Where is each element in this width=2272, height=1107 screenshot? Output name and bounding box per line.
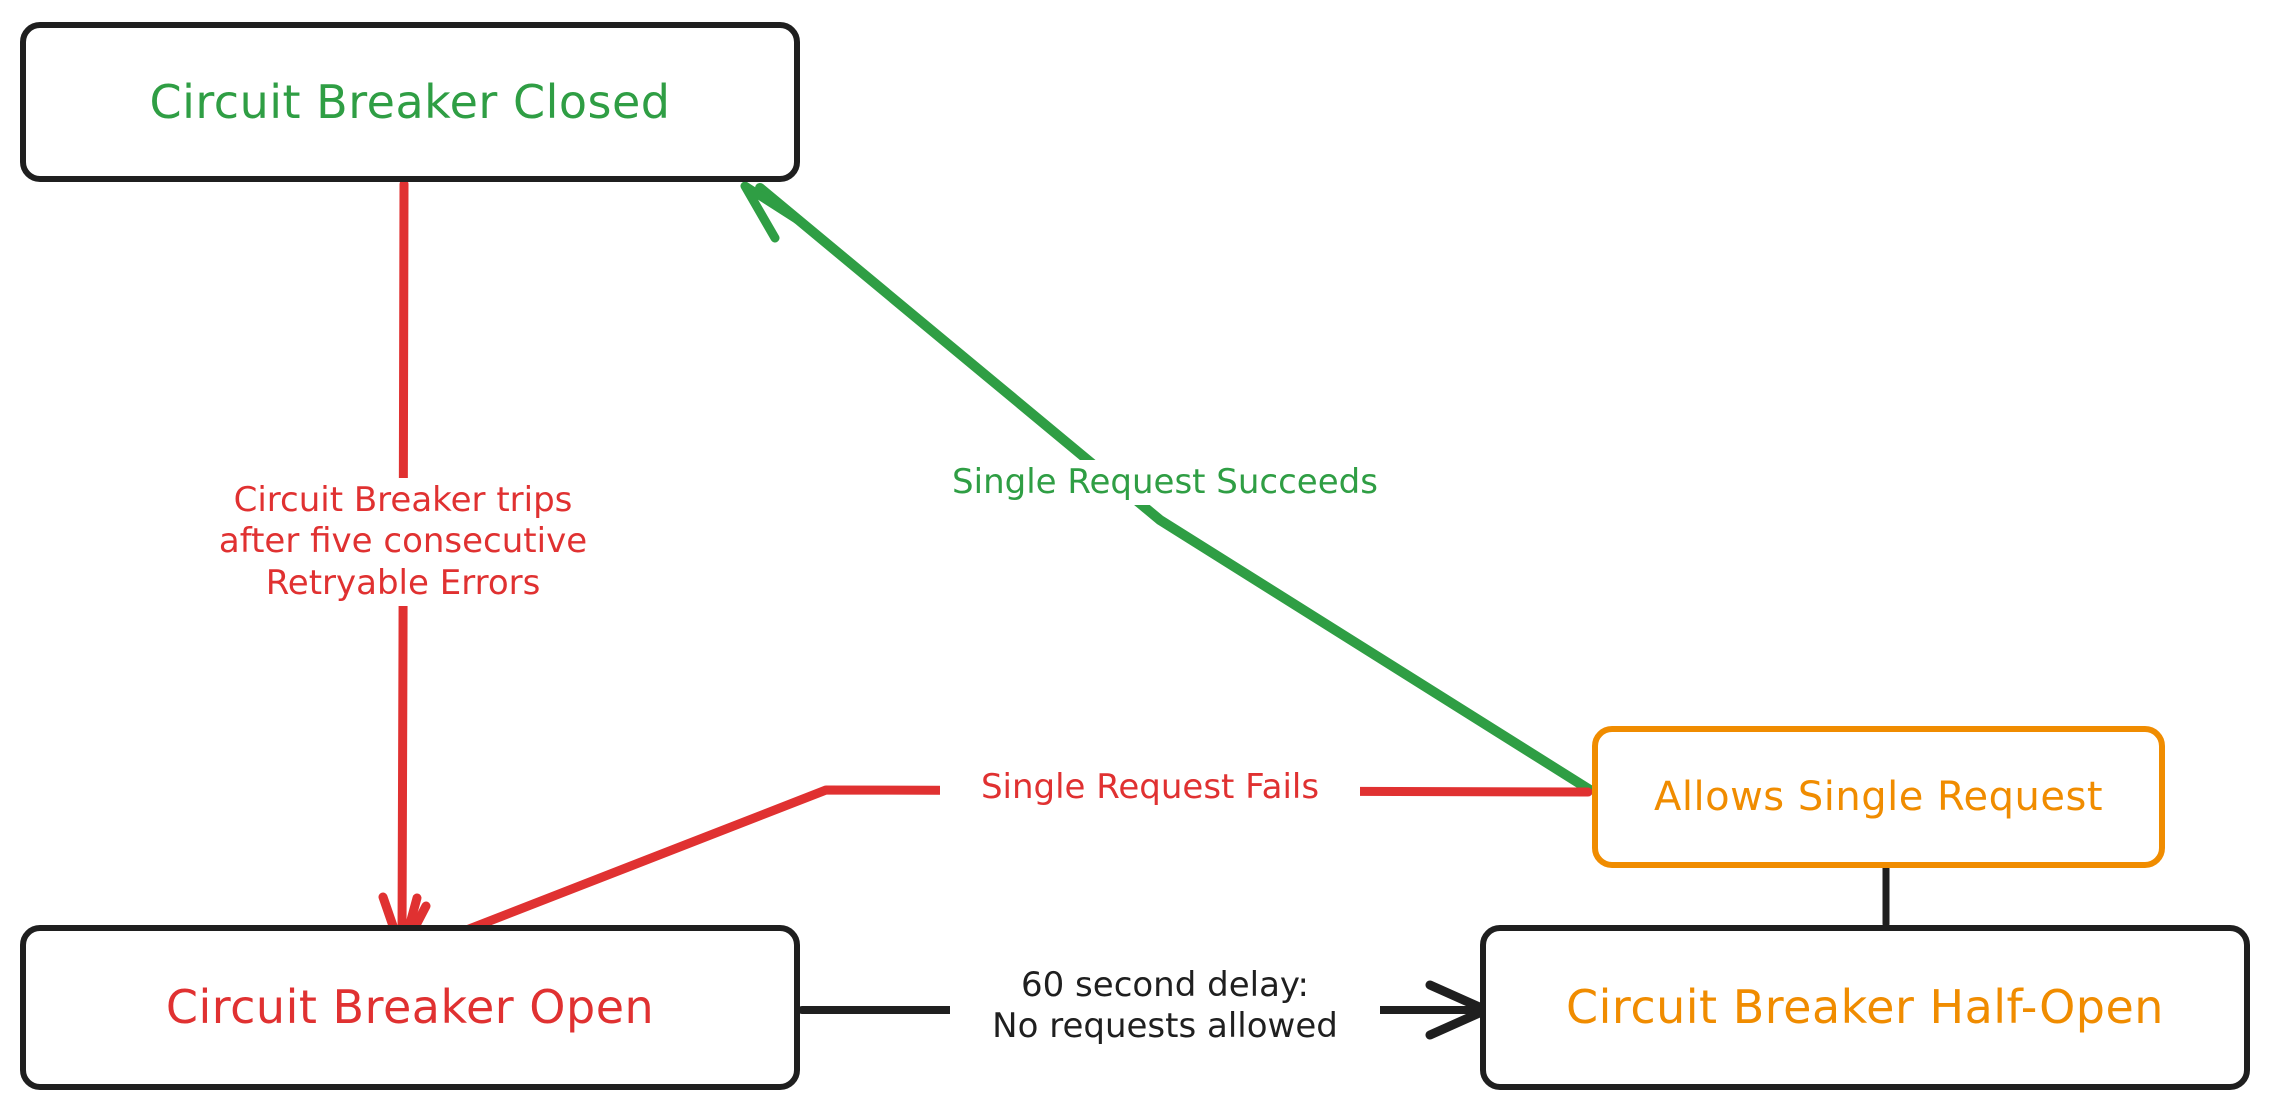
- node-circuit-breaker-closed[interactable]: Circuit Breaker Closed: [20, 22, 800, 182]
- node-label-open: Circuit Breaker Open: [165, 980, 655, 1035]
- edge-label-allows-to-closed: Single Request Succeeds: [915, 460, 1415, 506]
- node-label-allows-single-request: Allows Single Request: [1654, 774, 2103, 820]
- edge-label-allows-to-open: Single Request Fails: [940, 765, 1360, 811]
- node-label-half-open: Circuit Breaker Half-Open: [1566, 980, 2164, 1035]
- node-label-closed: Circuit Breaker Closed: [149, 74, 671, 129]
- node-circuit-breaker-open[interactable]: Circuit Breaker Open: [20, 925, 800, 1090]
- node-allows-single-request[interactable]: Allows Single Request: [1592, 726, 2165, 868]
- edge-label-closed-to-open: Circuit Breaker trips after five consecu…: [178, 478, 628, 607]
- edge-label-open-to-halfopen: 60 second delay: No requests allowed: [950, 963, 1380, 1050]
- node-circuit-breaker-half-open[interactable]: Circuit Breaker Half-Open: [1480, 925, 2250, 1090]
- edge-allows-to-closed: [740, 181, 1595, 795]
